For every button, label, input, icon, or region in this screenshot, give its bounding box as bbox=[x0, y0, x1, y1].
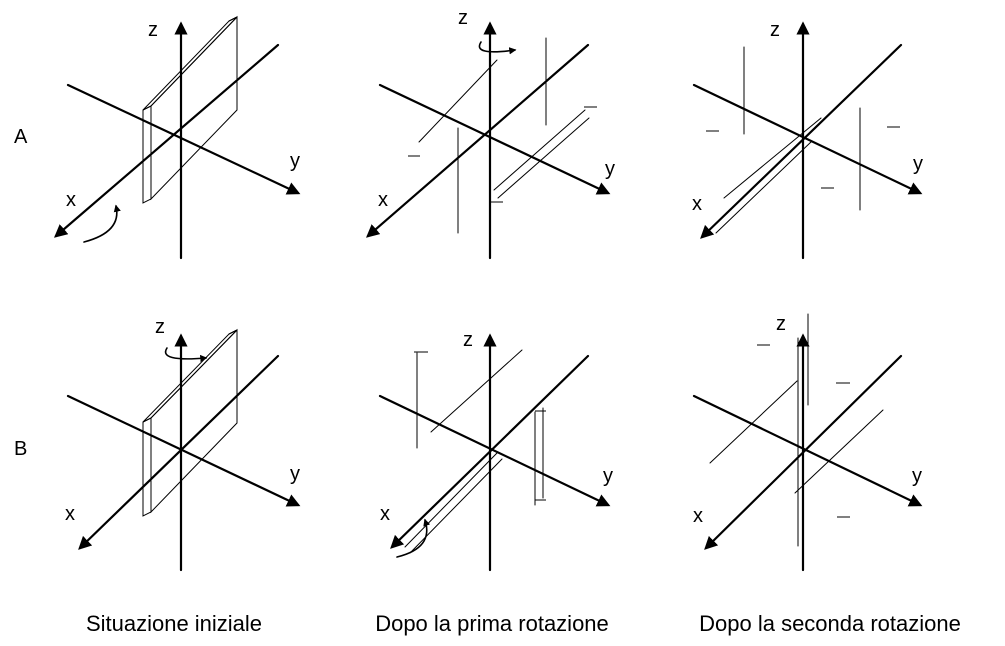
panel-a3: z y x bbox=[692, 19, 923, 260]
row-label-b: B bbox=[14, 438, 27, 460]
row-label-a: A bbox=[14, 126, 28, 148]
rotation-arrow-z bbox=[164, 347, 208, 363]
y-axis bbox=[66, 394, 301, 507]
x-label: x bbox=[66, 189, 76, 211]
y-label: y bbox=[290, 150, 300, 172]
panel-a2: z y x bbox=[366, 7, 615, 260]
panel-b2: z y x bbox=[378, 329, 613, 572]
y-label: y bbox=[913, 153, 923, 175]
caption-initial: Situazione iniziale bbox=[86, 611, 262, 636]
y-label: y bbox=[603, 465, 613, 487]
x-label: x bbox=[380, 503, 390, 525]
z-label: z bbox=[155, 316, 165, 338]
y-axis bbox=[692, 83, 923, 195]
slab-edges bbox=[706, 46, 900, 234]
slab bbox=[142, 328, 238, 517]
x-label: x bbox=[378, 189, 388, 211]
x-label: x bbox=[693, 505, 703, 527]
y-axis bbox=[378, 394, 611, 507]
y-label: y bbox=[605, 158, 615, 180]
x-axis bbox=[390, 354, 590, 549]
panel-a1: z y x bbox=[53, 15, 301, 260]
x-axis bbox=[78, 354, 280, 550]
slab-edges bbox=[408, 37, 597, 234]
y-label: y bbox=[912, 465, 922, 487]
y-axis bbox=[66, 83, 301, 195]
panel-b1: z y x bbox=[65, 316, 301, 572]
slab-edges bbox=[404, 349, 546, 554]
caption-first-rotation: Dopo la prima rotazione bbox=[375, 611, 609, 636]
y-axis bbox=[692, 394, 923, 507]
z-label: z bbox=[776, 313, 786, 335]
rotation-arrow-z bbox=[478, 41, 517, 55]
x-label: x bbox=[65, 503, 75, 525]
slab-edges bbox=[709, 313, 884, 547]
z-label: z bbox=[463, 329, 473, 351]
x-axis bbox=[53, 43, 280, 238]
rotation-arrow-x bbox=[83, 204, 121, 243]
x-axis bbox=[700, 43, 903, 239]
panel-b3: z y x bbox=[692, 313, 923, 572]
z-label: z bbox=[458, 7, 468, 29]
caption-second-rotation: Dopo la seconda rotazione bbox=[699, 611, 961, 636]
z-label: z bbox=[770, 19, 780, 41]
x-axis bbox=[366, 43, 590, 238]
z-label: z bbox=[148, 19, 158, 41]
y-label: y bbox=[290, 463, 300, 485]
slab bbox=[142, 15, 238, 204]
x-label: x bbox=[692, 193, 702, 215]
rotation-arrow-x bbox=[396, 518, 431, 558]
x-axis bbox=[704, 354, 903, 550]
y-axis bbox=[378, 83, 611, 195]
